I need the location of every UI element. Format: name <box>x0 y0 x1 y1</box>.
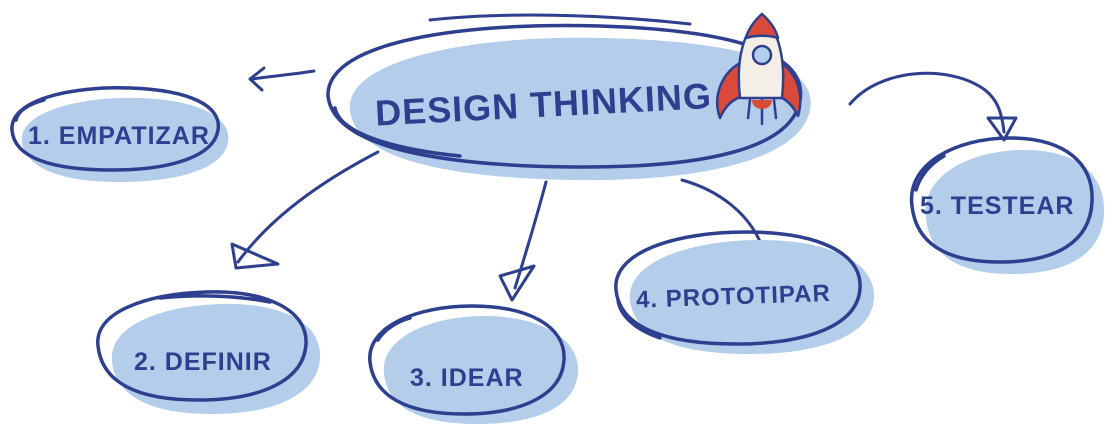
step-prototipar-fill <box>629 240 875 354</box>
step-empatizar-label: 1. EMPATIZAR <box>28 122 210 150</box>
rocket-icon <box>715 12 802 126</box>
step-idear-fill <box>383 316 579 424</box>
step-prototipar-outline <box>614 230 862 346</box>
rocket-window <box>751 44 773 66</box>
step-testear-outline <box>909 136 1094 264</box>
step-testear: 5. TESTEAR <box>909 136 1105 274</box>
arrow-to-idear <box>498 180 548 302</box>
central-node-fill <box>349 37 811 181</box>
step-definir-label: 2. DEFINIR <box>134 348 272 376</box>
arrow-to-definir <box>230 150 380 270</box>
rocket-fin-left <box>715 60 746 120</box>
arrow-to-testear <box>848 71 1018 142</box>
step-empatizar-outline <box>10 86 220 172</box>
step-definir-outline <box>96 290 308 402</box>
step-testear-fill <box>925 150 1105 274</box>
step-idear: 3. IDEAR <box>368 304 579 424</box>
central-node-top-stroke <box>428 13 692 26</box>
central-node: DESIGN THINKING <box>326 13 811 181</box>
step-definir-fill <box>111 303 321 414</box>
step-empatizar: 1. EMPATIZAR <box>10 86 229 182</box>
step-definir: 2. DEFINIR <box>96 290 321 414</box>
arrow-to-empatizar <box>248 66 316 92</box>
step-prototipar: 4. PROTOTIPAR <box>614 230 875 354</box>
rocket-flame <box>752 100 772 109</box>
rocket-nose <box>744 12 780 40</box>
step-idear-outline <box>368 304 566 416</box>
step-idear-label: 3. IDEAR <box>410 364 524 392</box>
step-testear-label: 5. TESTEAR <box>920 192 1074 220</box>
